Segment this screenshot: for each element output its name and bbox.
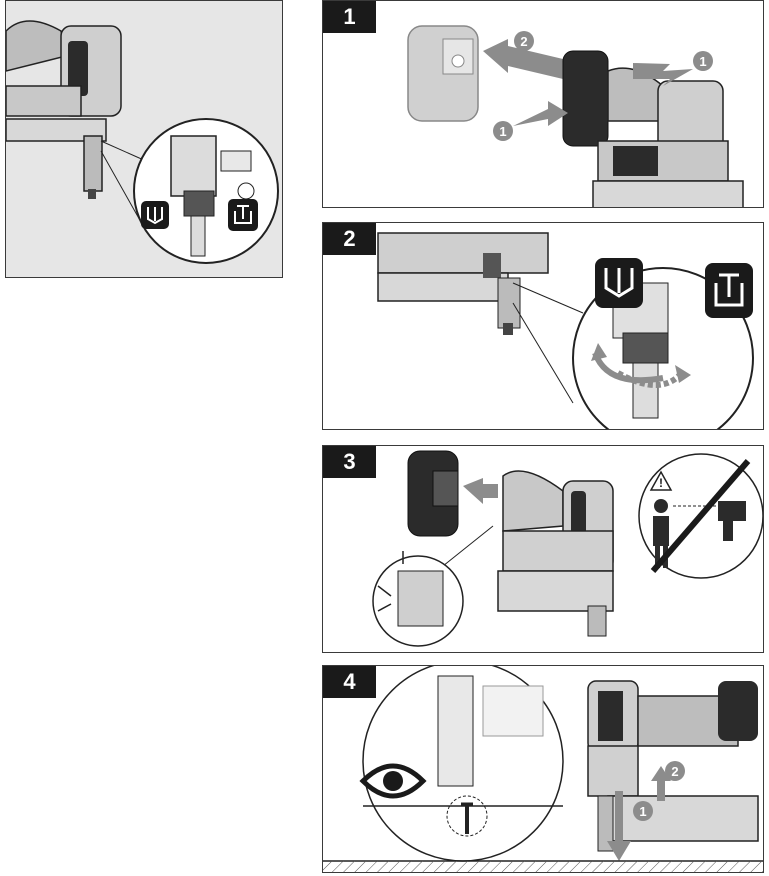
step-3-badge: 3 xyxy=(323,446,376,478)
step-2-panel: 2 xyxy=(322,222,764,430)
nail-icon xyxy=(461,802,473,834)
tool-silhouette-icon xyxy=(718,501,746,541)
magnifier-click xyxy=(372,551,464,647)
arrow-insert-battery xyxy=(463,478,498,504)
eye-icon xyxy=(359,763,427,799)
depth-deep-icon xyxy=(595,258,643,308)
arrow-down xyxy=(607,791,631,861)
nailer-tool-step2 xyxy=(377,232,549,335)
nailer-tool-step1 xyxy=(562,50,744,207)
callout-1-step4: 1 xyxy=(639,804,646,819)
nailer-tool-step3 xyxy=(497,470,614,637)
battery-step3 xyxy=(407,450,459,537)
callout-2: 2 xyxy=(520,34,527,49)
battery-ghost xyxy=(407,25,479,122)
warning-triangle-icon: ! xyxy=(649,470,673,491)
callout-1a: 1 xyxy=(699,54,706,69)
overview-panel xyxy=(5,0,283,278)
step-1-illustration: 2 1 1 xyxy=(407,25,744,207)
arrow-press-release-lower xyxy=(513,101,568,126)
prohibition-sign-icon xyxy=(650,459,751,573)
nailer-tool-overview xyxy=(6,20,122,199)
work-surface xyxy=(323,860,763,872)
step-2-illustration xyxy=(377,232,754,429)
step-1-badge: 1 xyxy=(323,1,376,33)
callout-2-step4: 2 xyxy=(671,764,678,779)
step-1-panel: 1 2 1 1 xyxy=(322,0,764,208)
arrow-press-release xyxy=(633,63,693,86)
depth-flush-icon xyxy=(705,263,753,318)
safety-circle: ! xyxy=(638,453,763,579)
step-3-illustration: ! xyxy=(372,450,763,647)
magnifier-overview xyxy=(133,118,279,264)
arrow-pull-out xyxy=(483,39,563,79)
depth-flush-icon xyxy=(228,199,258,231)
overview-illustration xyxy=(6,20,279,264)
depth-deep-icon xyxy=(141,201,169,229)
step-4-badge: 4 xyxy=(323,666,376,698)
nailer-tool-step4 xyxy=(587,680,759,852)
magnifier-nail-depth xyxy=(359,666,564,862)
step-4-panel: 4 2 xyxy=(322,665,764,873)
step-2-badge: 2 xyxy=(323,223,376,255)
step-4-illustration: 2 1 xyxy=(323,666,763,872)
svg-text:!: ! xyxy=(659,476,663,490)
step-3-panel: 3 ! xyxy=(322,445,764,653)
callout-1b: 1 xyxy=(499,124,506,139)
